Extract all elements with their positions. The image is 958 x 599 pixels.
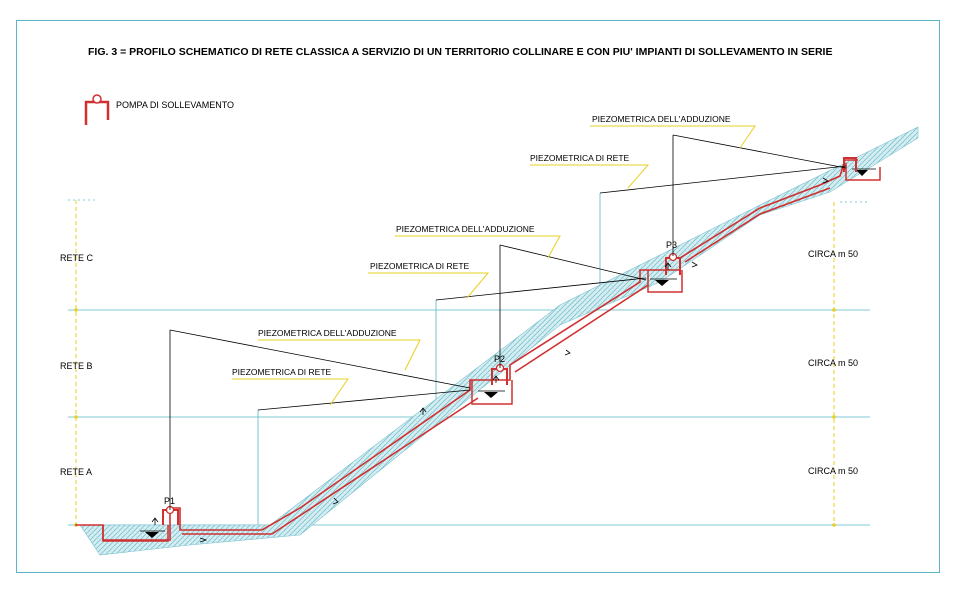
height-label-rete-b: CIRCA m 50	[808, 358, 858, 368]
zone-label-rete-b: RETE B	[60, 361, 93, 371]
height-label-rete-c: CIRCA m 50	[808, 249, 858, 259]
dimension-lines	[75, 200, 835, 525]
zone-label-rete-c: RETE C	[60, 253, 94, 263]
figure-title: FIG. 3 = PROFILO SCHEMATICO DI RETE CLAS…	[88, 46, 832, 58]
height-label-rete-a: CIRCA m 50	[808, 466, 858, 476]
label-piezo-rete-b: PIEZOMETRICA DI RETE	[370, 261, 470, 271]
pipeline	[75, 159, 858, 541]
terrain	[79, 126, 919, 556]
pump-label-p3: P3	[666, 240, 677, 250]
flow-arrows	[151, 177, 829, 543]
label-piezo-adduzione-b: PIEZOMETRICA DELL'ADDUZIONE	[396, 224, 535, 234]
drawing-frame	[16, 20, 940, 573]
label-piezo-adduzione-c: PIEZOMETRICA DELL'ADDUZIONE	[592, 114, 731, 124]
label-piezo-adduzione-a: PIEZOMETRICA DELL'ADDUZIONE	[258, 328, 397, 338]
tanks	[102, 163, 881, 542]
pump-label-p1: P1	[164, 496, 175, 506]
pump-label-p2: P2	[494, 354, 505, 364]
label-piezo-rete-a: PIEZOMETRICA DI RETE	[232, 367, 332, 377]
label-piezo-rete-c: PIEZOMETRICA DI RETE	[530, 153, 630, 163]
water-level-markers	[140, 168, 876, 538]
legend-label: POMPA DI SOLLEVAMENTO	[116, 100, 234, 110]
piezometric-lines	[169, 134, 847, 510]
zone-label-rete-a: RETE A	[60, 467, 92, 477]
level-grid	[68, 193, 870, 526]
label-leaders	[232, 125, 756, 406]
dimension-ticks	[74, 308, 836, 527]
legend-pump-icon	[84, 94, 110, 125]
